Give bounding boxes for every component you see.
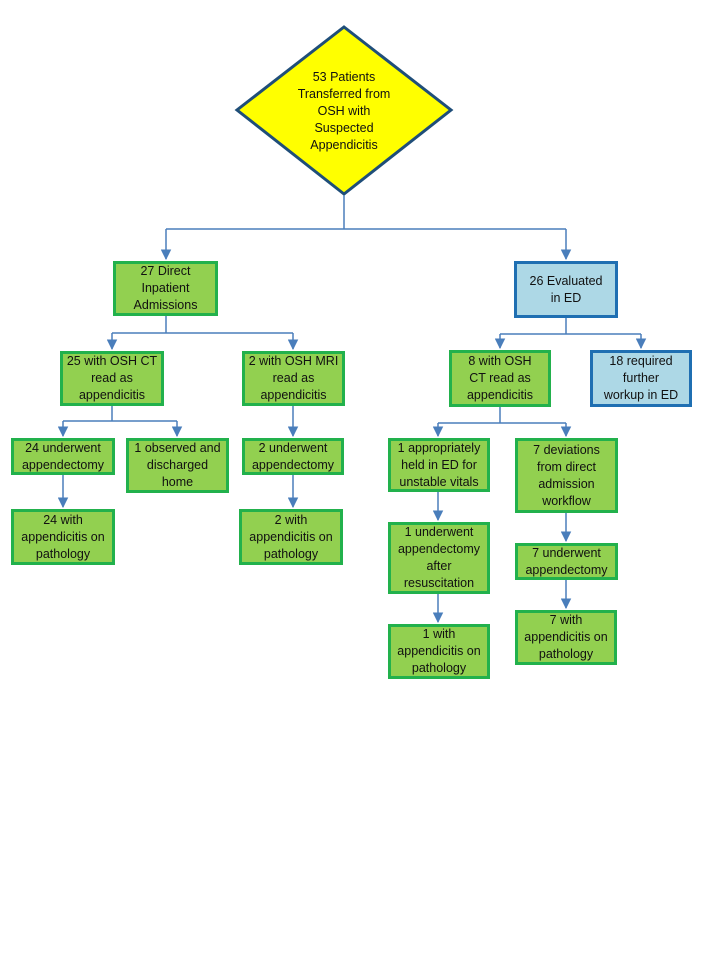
root-node-label: 53 Patients Transferred from OSH with Su…	[297, 69, 391, 152]
node-further-workup: 18 required further workup in ED	[590, 350, 692, 407]
node-mri: 2 with OSH MRI read as appendicitis	[242, 351, 345, 406]
node-appendectomy-7: 7 underwent appendectomy	[515, 543, 618, 580]
node-observed-discharged: 1 observed and discharged home	[126, 438, 229, 493]
node-appendectomy-24: 24 underwent appendectomy	[11, 438, 115, 475]
node-resus-pathology: 1 with appendicitis on pathology	[388, 624, 490, 679]
node-resus-appendectomy: 1 underwent appendectomy after resuscita…	[388, 522, 490, 594]
node-evaluated-ed: 26 Evaluated in ED	[514, 261, 618, 318]
node-deviations: 7 deviations from direct admission workf…	[515, 438, 618, 513]
node-appendectomy-2: 2 underwent appendectomy	[242, 438, 344, 475]
root-diamond-shape	[234, 25, 454, 196]
node-ct-left: 25 with OSH CT read as appendicitis	[60, 351, 164, 406]
node-held-in-ed: 1 appropriately held in ED for unstable …	[388, 438, 490, 492]
node-pathology-2: 2 with appendicitis on pathology	[239, 509, 343, 565]
node-pathology-24: 24 with appendicitis on pathology	[11, 509, 115, 565]
node-pathology-7: 7 with appendicitis on pathology	[515, 610, 617, 665]
node-ct-right: 8 with OSH CT read as appendicitis	[449, 350, 551, 407]
node-direct-admissions: 27 Direct Inpatient Admissions	[113, 261, 218, 316]
